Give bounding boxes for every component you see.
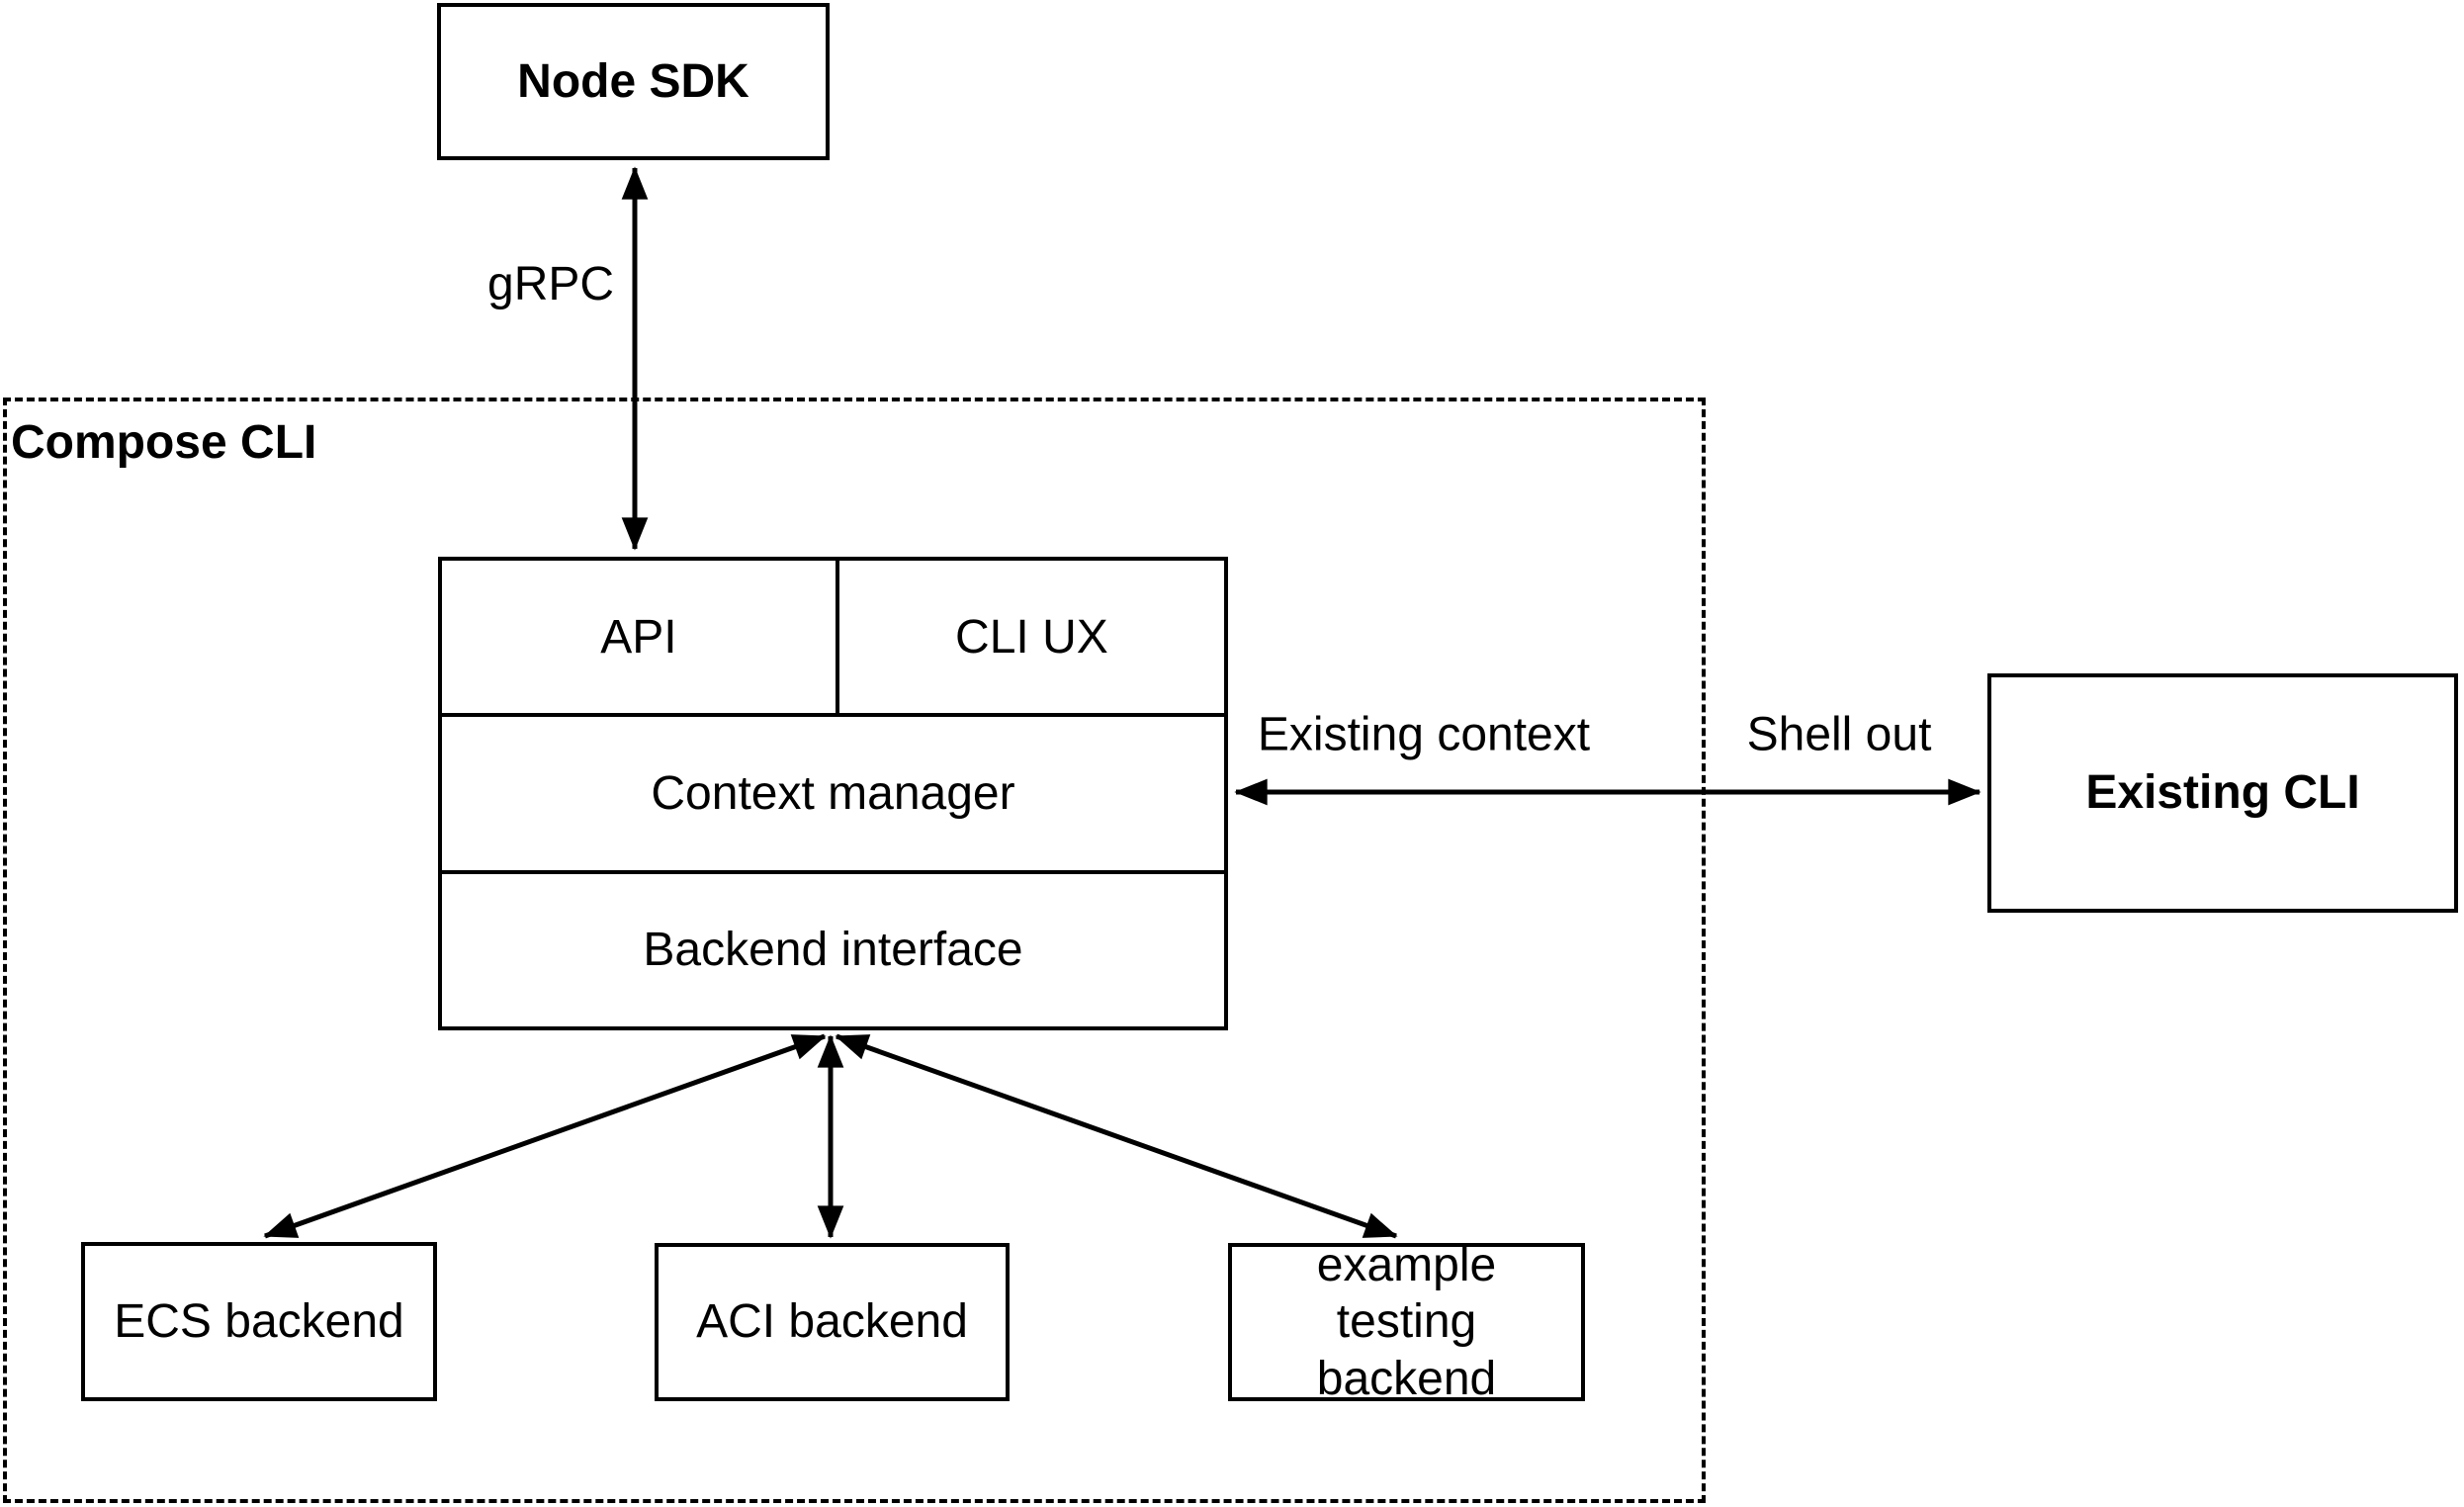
api-box: API [442,561,839,714]
context-manager-label: Context manager [651,766,1015,820]
example-testing-backend-label: example testing backend [1316,1238,1497,1405]
existing-context-edge-label: Existing context [1257,708,1591,761]
existing-cli-box: Existing CLI [1987,673,2458,913]
ecs-backend-label: ECS backend [114,1294,404,1348]
cli-ux-label: CLI UX [955,610,1108,664]
backend-interface-label: Backend interface [643,924,1023,977]
grpc-edge-label: gRPC [487,258,615,310]
backend-interface-box: Backend interface [442,874,1224,1026]
ecs-backend-box: ECS backend [81,1242,437,1401]
node-sdk-label: Node SDK [517,54,749,108]
example-testing-backend-box: example testing backend [1228,1239,1585,1405]
backend-interface-row: Backend interface [442,869,1224,1026]
existing-cli-label: Existing CLI [2085,766,2360,820]
aci-backend-box: ACI backend [655,1243,1010,1401]
compose-cli-core-box: API CLI UX Context manager Backend inter… [438,557,1228,1030]
node-sdk-box: Node SDK [437,3,830,160]
aci-backend-label: ACI backend [696,1295,968,1349]
compose-cli-label: Compose CLI [11,416,317,469]
context-manager-row: Context manager [442,713,1224,869]
cli-ux-box: CLI UX [839,561,1224,713]
api-cliux-row: API CLI UX [442,561,1224,714]
api-label: API [600,610,677,664]
context-manager-box: Context manager [442,717,1224,869]
shell-out-edge-label: Shell out [1746,708,1932,761]
